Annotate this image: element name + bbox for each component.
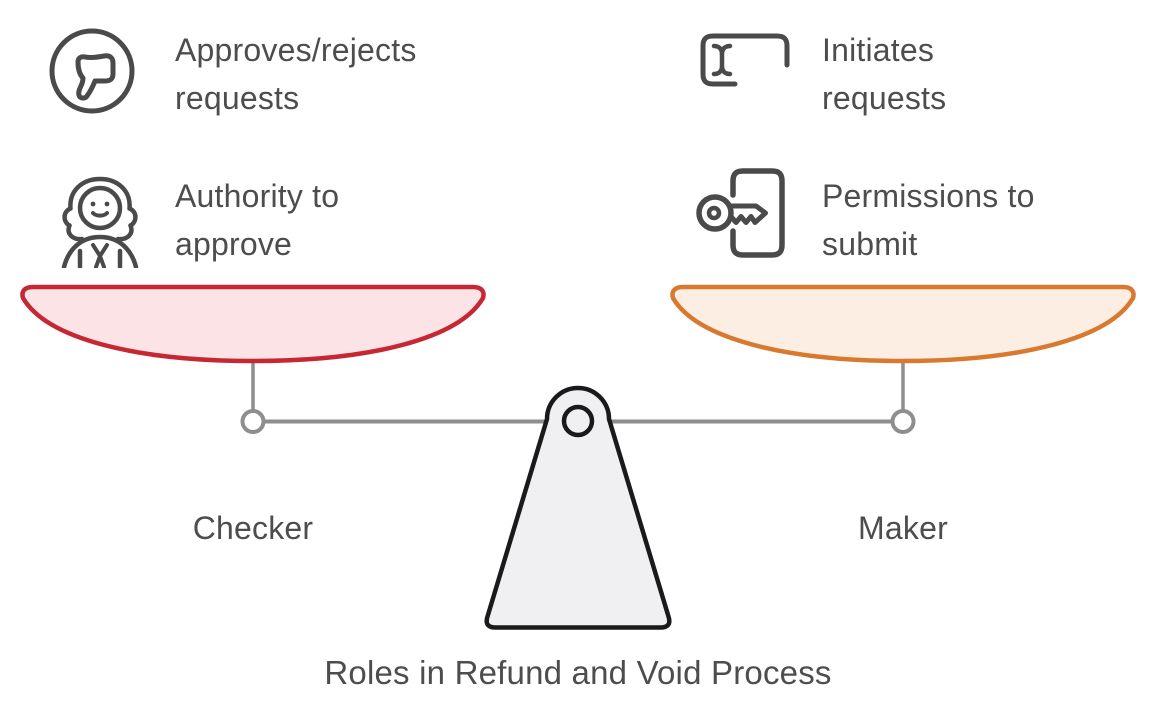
thumbs-down-icon [48,27,136,120]
fulcrum-hole [561,404,595,438]
feature-text-authority-approve: Authority to approve [175,178,340,262]
judge-icon [52,164,148,273]
checker-label: Checker [192,510,314,546]
left-beam-pivot [240,409,266,434]
maker-pan [670,284,1136,364]
fulcrum [484,385,672,630]
maker-label: Maker [858,510,948,546]
checker-pan [20,284,486,364]
feature-text-initiates-requests: Initiates requests [822,32,947,116]
diagram-title: Roles in Refund and Void Process [324,654,832,691]
text-input-icon [697,30,793,95]
key-access-icon [693,163,793,268]
feature-text-approves-rejects: Approves/rejects requests [175,32,417,116]
feature-text-permissions-submit: Permissions to submit [822,178,1035,262]
right-beam-pivot [890,409,916,434]
